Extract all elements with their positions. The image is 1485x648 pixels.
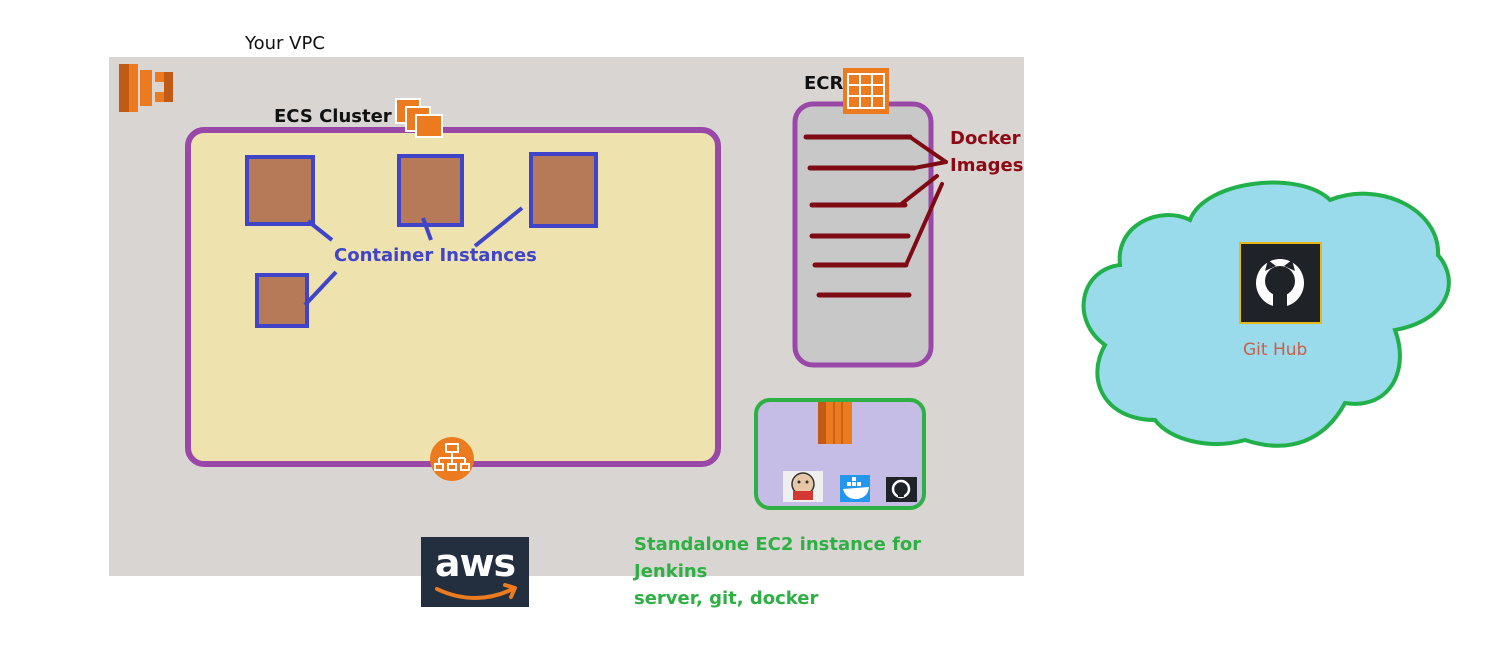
docker-images-label-line2: Images (950, 155, 1024, 176)
load-balancer-icon (430, 437, 474, 481)
ecs-cluster-title: ECS Cluster (274, 106, 392, 127)
ecs-cluster-icon (395, 98, 443, 138)
aws-logo: aws (421, 537, 529, 607)
container-instance-4 (255, 273, 309, 328)
docker-images-label: Docker Images (950, 125, 1030, 179)
aws-logo-text: aws (434, 541, 516, 585)
ec2-label-line1: Standalone EC2 instance for Jenkins (634, 534, 922, 582)
docker-images-label-line1: Docker (950, 128, 1021, 149)
aws-smile-icon (435, 583, 517, 600)
docker-icon (840, 475, 870, 502)
github-small-icon (886, 477, 917, 502)
container-instance-1 (245, 155, 315, 226)
jenkins-icon (783, 471, 823, 502)
ecs-service-icon (119, 64, 173, 112)
github-label: Git Hub (1243, 340, 1308, 360)
docker-image-lines (803, 134, 917, 298)
container-connectors (303, 206, 524, 307)
ec2-label-line2: server, git, docker (634, 588, 819, 609)
ecr-title: ECR (804, 73, 844, 94)
vpc-title: Your VPC (245, 33, 325, 54)
container-instance-3 (529, 152, 598, 228)
github-icon (1239, 242, 1322, 324)
ec2-instance-icon (818, 402, 852, 444)
container-instances-label: Container Instances (334, 245, 537, 266)
ecr-registry-icon (843, 68, 889, 114)
container-instance-2 (397, 154, 464, 227)
docker-image-connectors (898, 135, 948, 267)
ec2-standalone-label: Standalone EC2 instance for Jenkins serv… (634, 531, 994, 612)
